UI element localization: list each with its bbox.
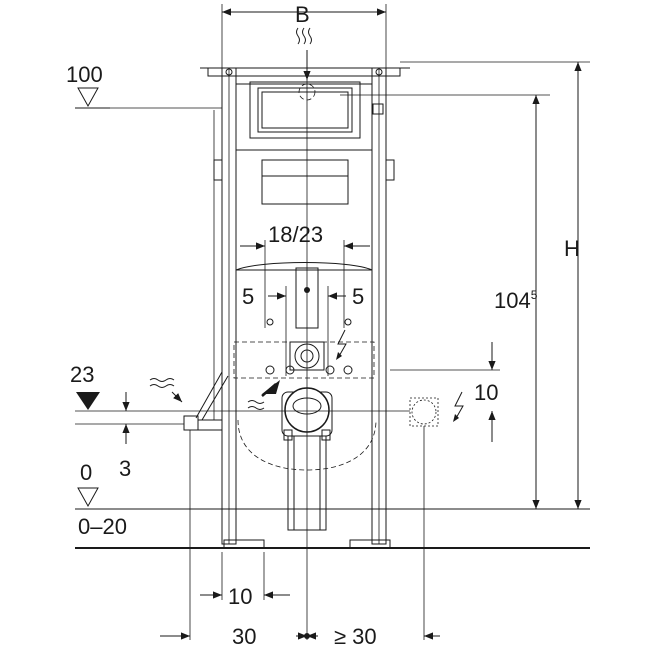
- label-level-range: 0–20: [78, 514, 127, 539]
- level-markers: [75, 87, 110, 508]
- label-dim-5-left: 5: [242, 284, 254, 309]
- label-dim-104-main: 104: [494, 288, 531, 313]
- water-supply-icon: [296, 27, 316, 101]
- label-dim-10-right: 10: [474, 380, 498, 405]
- label-level-0: 0: [80, 460, 92, 485]
- water-supply-valve: [183, 415, 223, 431]
- label-level-23: 23: [70, 362, 94, 387]
- label-width-B: B: [295, 2, 310, 27]
- label-height-H: H: [564, 236, 580, 261]
- installation-frame: [195, 67, 410, 549]
- label-level-100: 100: [66, 62, 103, 87]
- label-dim-ge30: ≥ 30: [334, 624, 377, 649]
- label-dim-104: 1045: [494, 288, 538, 313]
- label-dim-3: 3: [119, 456, 131, 481]
- label-dim-104-sup: 5: [531, 288, 538, 302]
- electric-box: [409, 397, 439, 427]
- dimension-arrows: [122, 8, 582, 640]
- electric-icon: [336, 329, 347, 360]
- label-dim-18-23: 18/23: [268, 222, 323, 247]
- floor-lines: [75, 107, 590, 549]
- reference-lines: [75, 4, 590, 640]
- water-inlet-left-icon: [149, 378, 183, 403]
- water-inlet-center-icon: [247, 380, 280, 410]
- label-dim-10-bottom: 10: [228, 584, 252, 609]
- electric-right-icon: [453, 391, 464, 422]
- label-dim-5-right: 5: [352, 284, 364, 309]
- cistern: [235, 81, 373, 329]
- label-dim-30: 30: [232, 624, 256, 649]
